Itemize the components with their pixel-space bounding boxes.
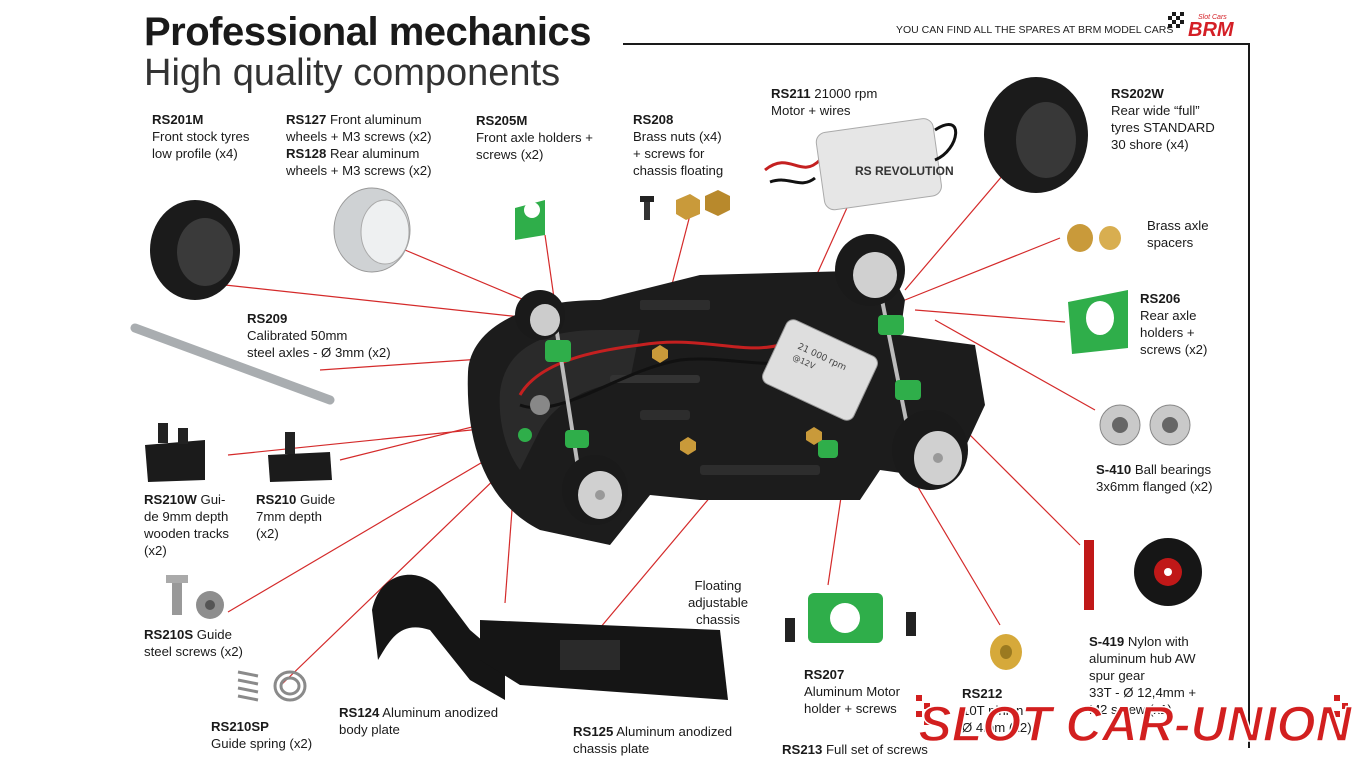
spares-note: YOU CAN FIND ALL THE SPARES AT BRM MODEL… bbox=[896, 24, 1174, 36]
motor-part: RS REVOLUTION bbox=[764, 118, 958, 211]
label-floating-chassis: Floating adjustable chassis bbox=[687, 578, 749, 627]
top-rule bbox=[623, 43, 1250, 45]
brm-small-text: Slot Cars bbox=[1198, 14, 1227, 21]
label-rs210w: RS210W Gui- de 9mm depth wooden tracks (… bbox=[144, 492, 230, 558]
pinion-part bbox=[990, 634, 1022, 670]
label-rs208: RS208 Brass nuts (x4) + screws for chass… bbox=[633, 112, 724, 178]
front-axle-holder-part bbox=[515, 200, 545, 240]
label-rs202w: RS202W Rear wide “full” tyres STANDARD 3… bbox=[1111, 86, 1215, 152]
aluminum-wheel-part bbox=[333, 187, 411, 273]
label-rs212: RS212 10T pinion Ø 4mm (x2) bbox=[962, 686, 1032, 735]
label-rs209: RS209 Calibrated 50mm steel axles - Ø 3m… bbox=[247, 311, 391, 360]
label-rs201m: RS201M Front stock tyres low profile (x4… bbox=[152, 112, 250, 161]
label-rs207: RS207 Aluminum Motor holder + screws bbox=[804, 667, 901, 716]
chassis-plate-part bbox=[480, 620, 728, 700]
spur-gear-part bbox=[1084, 538, 1202, 610]
brm-text: BRM bbox=[1188, 19, 1235, 40]
rear-tyre-part bbox=[984, 77, 1088, 193]
label-rs210sp: RS210SP Guide spring (x2) bbox=[211, 719, 313, 751]
guide-7mm-part bbox=[268, 432, 332, 482]
label-s410: S-410 Ball bearings 3x6mm flanged (x2) bbox=[1096, 462, 1213, 494]
ball-bearings-part bbox=[1099, 404, 1191, 446]
label-rs210s: RS210S Guide steel screws (x2) bbox=[144, 627, 243, 659]
front-tyre-part bbox=[150, 200, 240, 300]
brm-logo: Slot Cars BRM bbox=[1168, 10, 1248, 41]
label-rs124: RS124 Aluminum anodized body plate bbox=[339, 705, 499, 737]
right-rule bbox=[1248, 43, 1250, 748]
motor-holder-part bbox=[785, 593, 916, 643]
label-rs127-rs128: RS127 Front aluminum wheels + M3 screws … bbox=[286, 112, 432, 178]
label-rs211: RS211 21000 rpm Motor + wires bbox=[771, 86, 878, 118]
label-rs205m: RS205M Front axle holders + screws (x2) bbox=[476, 113, 593, 162]
label-rs213: RS213 Full set of screws bbox=[782, 742, 928, 757]
steel-axle-part bbox=[130, 323, 335, 405]
watermark-text: SLOT CAR-UNION bbox=[918, 696, 1352, 752]
page-title: Professional mechanics bbox=[144, 10, 591, 54]
guide-screws-part bbox=[166, 575, 224, 619]
slot-car-union-watermark: SLOT CAR-UNION bbox=[910, 689, 1360, 762]
label-rs206: RS206 Rear axle holders + screws (x2) bbox=[1140, 291, 1208, 357]
label-rs125: RS125 Aluminum anodized chassis plate bbox=[573, 724, 733, 756]
guide-9mm-part bbox=[145, 423, 205, 482]
label-rs210: RS210 Guide 7mm depth (x2) bbox=[256, 492, 336, 541]
rear-axle-holder-part bbox=[1068, 290, 1128, 354]
page-subtitle: High quality components bbox=[144, 52, 561, 94]
brass-nuts-part bbox=[640, 190, 730, 220]
guide-spring-part bbox=[237, 670, 307, 702]
label-s419: S-419 Nylon with aluminum hub AW spur ge… bbox=[1089, 634, 1197, 717]
label-brass-spacers: Brass axle spacers bbox=[1147, 218, 1209, 250]
brass-spacers-part bbox=[1067, 224, 1121, 252]
chassis-assembly: 21 000 rpm @12V bbox=[467, 234, 986, 545]
motor-brand-text: RS REVOLUTION bbox=[855, 164, 954, 178]
